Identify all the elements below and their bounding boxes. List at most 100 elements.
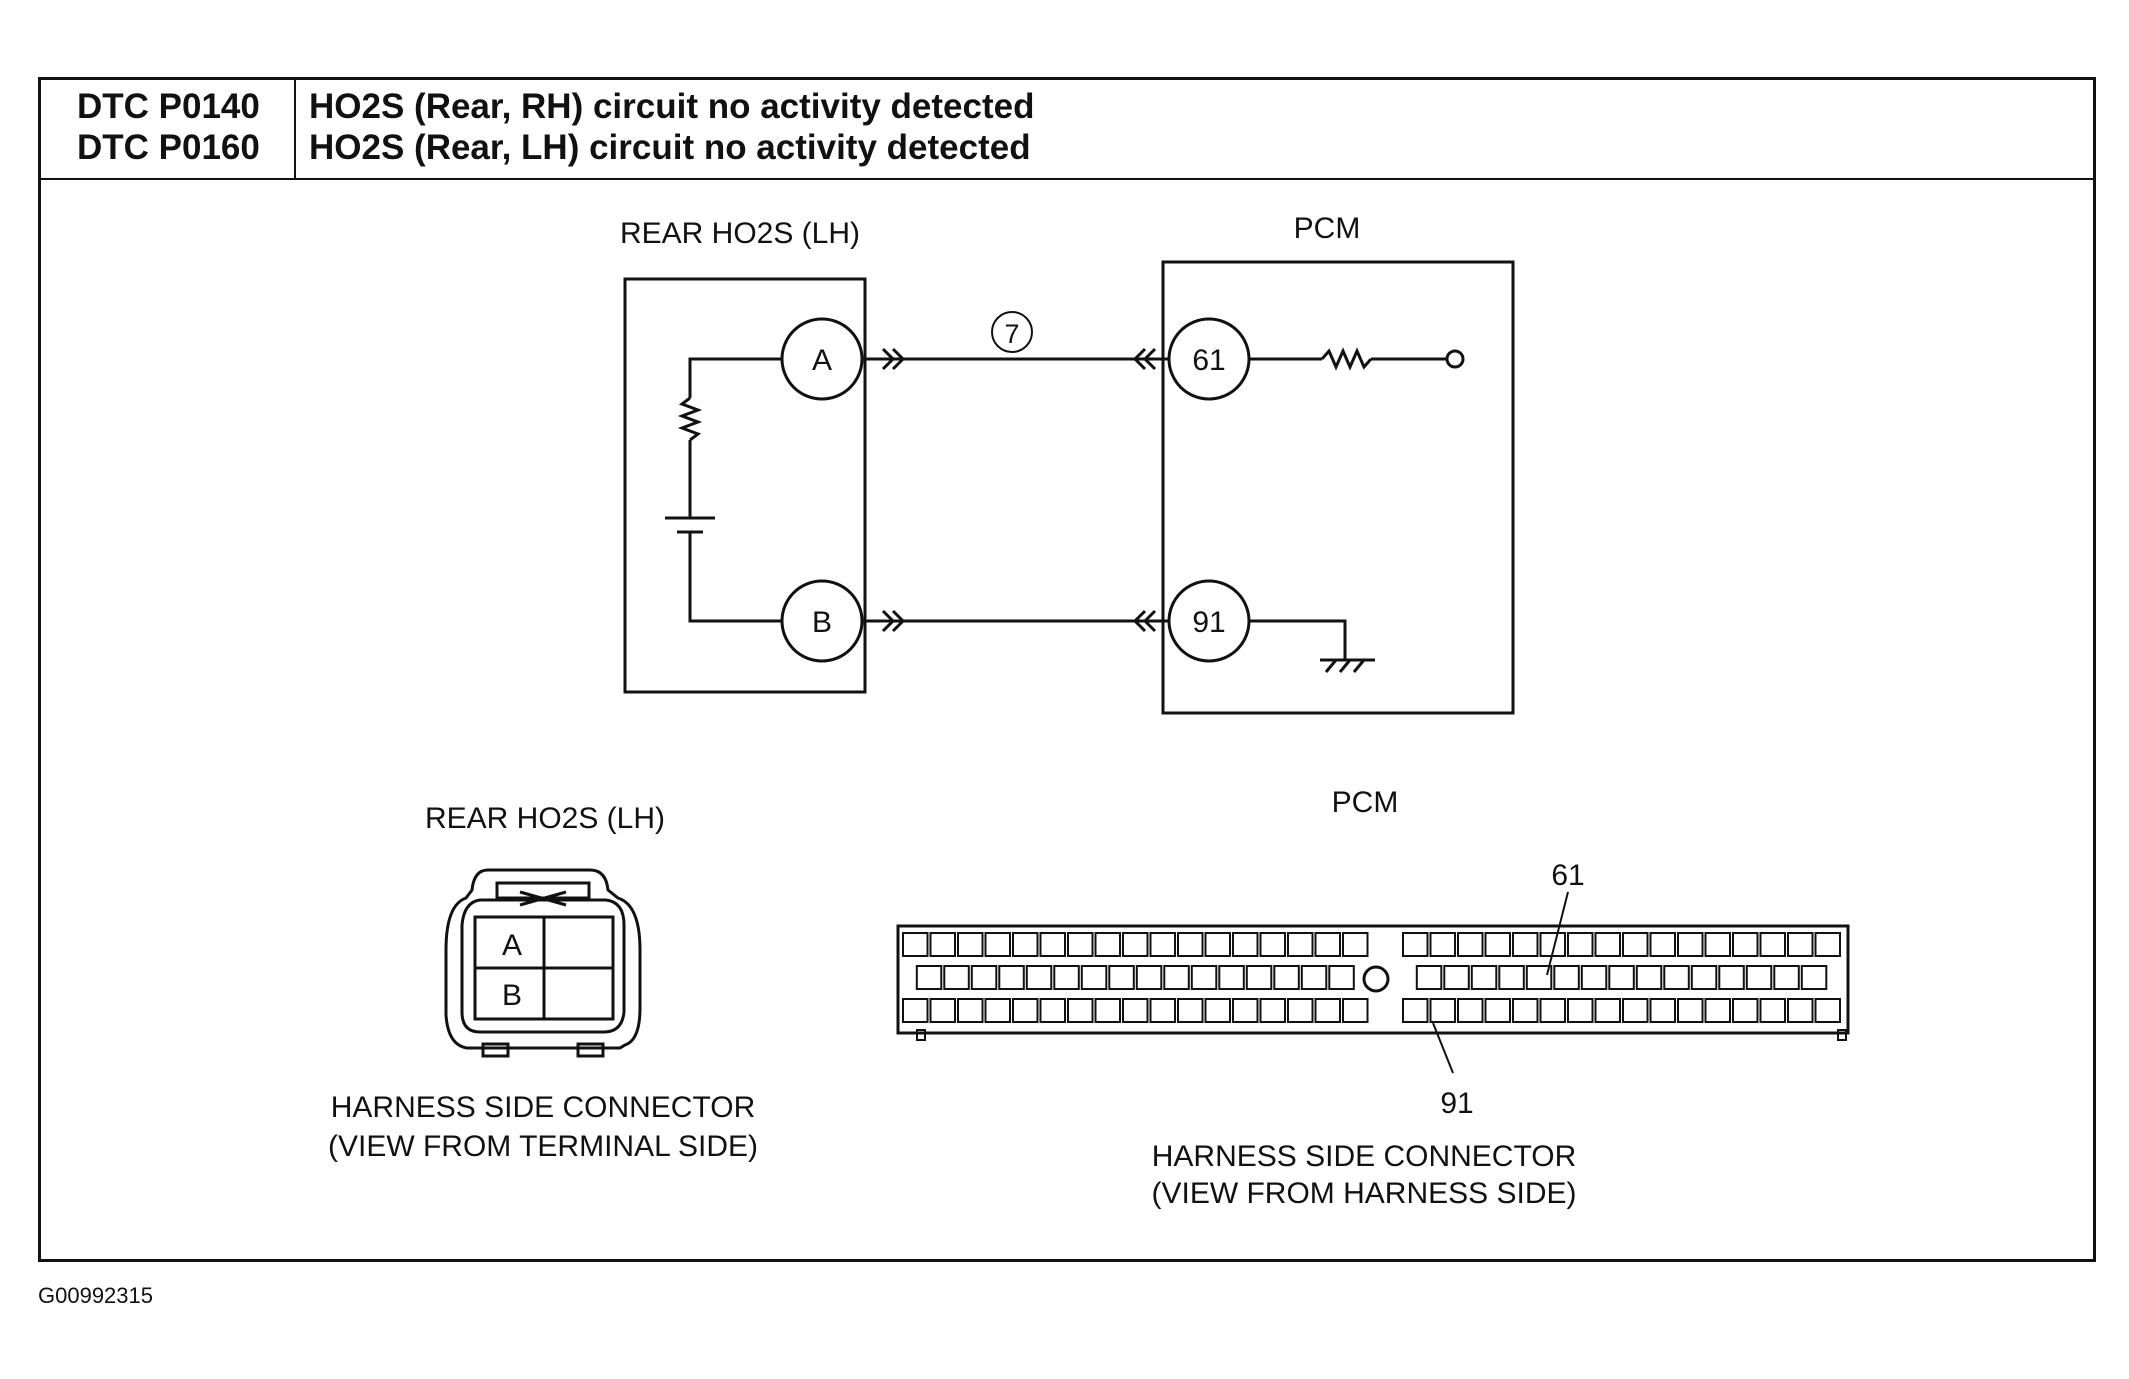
pcm-connector-pin-91: 91	[1440, 1087, 1473, 1120]
pcm-cavity	[1135, 965, 1163, 990]
pin-61-leader-line	[1546, 891, 1569, 976]
pcm-cavity	[1300, 965, 1328, 990]
pcm-cavity	[1149, 998, 1176, 1023]
schematic-pcm-title: PCM	[1294, 212, 1361, 245]
pcm-cavity	[1012, 998, 1039, 1023]
pcm-cavity	[915, 965, 943, 990]
wire-number-label: 7	[1004, 319, 1019, 349]
pcm-cavity	[1402, 998, 1429, 1023]
pcm-cavity	[957, 932, 984, 957]
pcm-cavity	[1177, 998, 1204, 1023]
pcm-cavity	[1190, 965, 1218, 990]
pcm-cavity	[1314, 998, 1341, 1023]
pcm-cavity	[1108, 965, 1135, 990]
pcm-cavity	[1690, 965, 1718, 990]
pcm-cavity	[1484, 998, 1511, 1023]
pcm-cavity	[1094, 932, 1121, 957]
pcm-cavity	[1608, 965, 1635, 990]
pcm-cavity	[1122, 998, 1149, 1023]
pcm-cavity	[1773, 965, 1800, 990]
pcm-cavity	[1512, 932, 1539, 957]
pcm-cavity	[970, 965, 998, 990]
pcm-cavity	[1800, 965, 1828, 990]
pcm-cavity	[957, 998, 984, 1023]
pin-91-leader-line	[1432, 1022, 1454, 1074]
pcm-cavity	[1094, 998, 1121, 1023]
pcm-connector-caption-1: HARNESS SIDE CONNECTOR	[1152, 1140, 1577, 1173]
pcm-cavity	[1457, 998, 1484, 1023]
pcm-cavity	[1122, 932, 1149, 957]
pcm-cavity	[1053, 965, 1080, 990]
pcm-cavity	[1402, 932, 1429, 957]
dtc-code-2: DTC P0160	[77, 128, 260, 167]
dtc-description-2: HO2S (Rear, LH) circuit no activity dete…	[309, 128, 1031, 167]
pcm-cavity	[1039, 932, 1066, 957]
pcm-cavity	[1553, 965, 1580, 990]
pcm-cavity	[1635, 965, 1663, 990]
pcm-cavity	[1415, 965, 1443, 990]
polarizing-key-icon	[1362, 965, 1390, 993]
pcm-cavity	[1025, 965, 1053, 990]
pcm-cavity	[1204, 998, 1231, 1023]
pcm-cavity	[984, 932, 1011, 957]
terminal-a-label: A	[812, 344, 832, 377]
pcm-cavity	[1704, 932, 1731, 957]
pcm-cavity	[1429, 998, 1456, 1023]
sensor-connector-cavity-a: A	[502, 929, 522, 962]
pcm-cavity	[1163, 965, 1190, 990]
pcm-cavity	[1232, 932, 1259, 957]
pin-91-label: 91	[1192, 606, 1225, 639]
pcm-cavity	[1012, 932, 1039, 957]
dtc-description-1: HO2S (Rear, RH) circuit no activity dete…	[309, 87, 1035, 126]
pcm-cavity	[1067, 998, 1094, 1023]
pcm-connector-title: PCM	[1332, 786, 1399, 819]
pcm-cavity	[1663, 965, 1690, 990]
pcm-cavity	[1539, 998, 1566, 1023]
pcm-cavity	[1498, 965, 1525, 990]
pcm-cavity	[902, 932, 929, 957]
pcm-cavity	[1287, 998, 1314, 1023]
dtc-code-column: DTC P0140 DTC P0160	[41, 80, 296, 178]
pcm-cavity	[1594, 932, 1621, 957]
wire-number-circle	[991, 311, 1033, 353]
pcm-cavity	[1787, 932, 1814, 957]
pcm-cavity	[1677, 932, 1704, 957]
pcm-cavity	[1443, 965, 1470, 990]
pcm-cavity	[1732, 932, 1759, 957]
pcm-cavity	[1649, 932, 1676, 957]
pcm-cavity	[1759, 998, 1786, 1023]
sensor-box	[623, 277, 867, 694]
pcm-cavity	[1594, 998, 1621, 1023]
pcm-cavity	[1677, 998, 1704, 1023]
sensor-connector-drawing	[444, 868, 642, 1058]
pcm-box	[1161, 260, 1515, 715]
pcm-cavity	[1039, 998, 1066, 1023]
pcm-cavity	[1067, 932, 1094, 957]
figure-id: G00992315	[38, 1283, 153, 1308]
pcm-cavity	[1342, 932, 1369, 957]
pcm-cavity	[929, 998, 956, 1023]
dtc-description-column: HO2S (Rear, RH) circuit no activity dete…	[296, 80, 2093, 178]
diagram-frame: DTC P0140 DTC P0160 HO2S (Rear, RH) circ…	[38, 77, 2096, 1262]
dtc-code-1: DTC P0140	[77, 87, 260, 126]
sensor-connector-caption-2: (VIEW FROM TERMINAL SIDE)	[328, 1130, 758, 1163]
pcm-cavity	[1232, 998, 1259, 1023]
sensor-connector-cavity-b: B	[502, 979, 522, 1012]
pcm-connector-cavities	[902, 932, 1841, 1023]
pcm-cavity	[1567, 998, 1594, 1023]
pcm-connector-pin-61: 61	[1551, 859, 1584, 892]
pcm-cavity	[1525, 965, 1553, 990]
pcm-cavity	[1814, 998, 1841, 1023]
pcm-cavity	[1259, 998, 1286, 1023]
pcm-cavity	[929, 932, 956, 957]
pcm-cavity	[1080, 965, 1108, 990]
pcm-cavity	[1704, 998, 1731, 1023]
sensor-connector-caption-1: HARNESS SIDE CONNECTOR	[331, 1091, 756, 1124]
pcm-cavity	[1484, 932, 1511, 957]
terminal-b-circle	[780, 579, 864, 663]
pcm-cavity	[1718, 965, 1745, 990]
pcm-cavity	[984, 998, 1011, 1023]
pcm-cavity	[1567, 932, 1594, 957]
pcm-cavity	[1314, 932, 1341, 957]
pin-61-label: 61	[1192, 344, 1225, 377]
